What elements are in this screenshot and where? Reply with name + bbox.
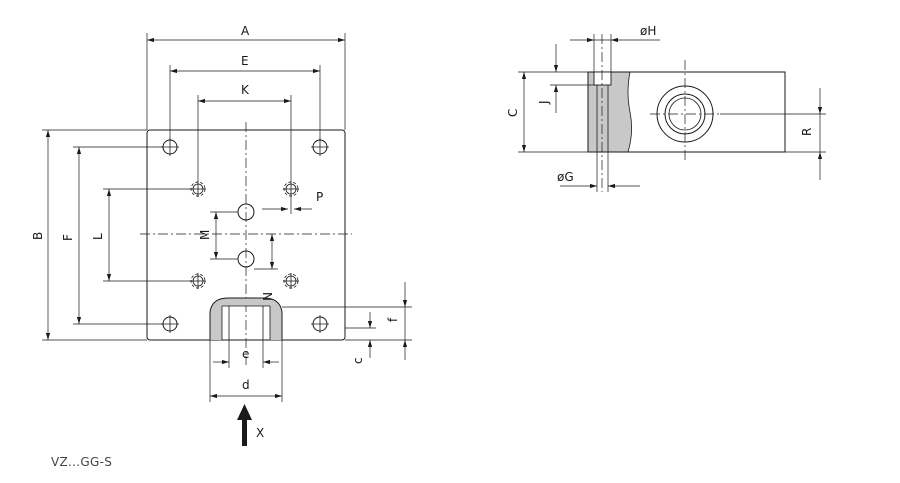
front-view: A E K B F L M P [31, 24, 412, 446]
dim-label-m: M [198, 230, 212, 240]
counterbore [593, 34, 612, 192]
bottom-port-section [209, 297, 283, 340]
dim-label-e: E [241, 54, 249, 68]
dim-label-a: A [241, 24, 250, 38]
dim-label-c: c [351, 357, 365, 364]
dim-label-e-lower: e [242, 347, 249, 361]
dim-label-f-upper: F [61, 234, 75, 241]
drawing-caption: VZ...GG-S [51, 455, 113, 469]
dim-label-l: L [91, 233, 105, 240]
dim-label-g: øG [557, 170, 574, 184]
dim-label-h: øH [640, 24, 656, 38]
dim-label-c-side: C [506, 109, 520, 117]
dim-label-f-lower: f [386, 317, 400, 322]
dim-label-r: R [800, 128, 814, 136]
dim-label-b: B [31, 232, 45, 240]
dim-label-j: J [537, 100, 551, 105]
dim-label-k: K [241, 83, 250, 97]
dim-label-p: P [316, 190, 323, 204]
side-view: øH C J R øG [506, 24, 826, 192]
dim-label-d: d [242, 378, 250, 392]
view-arrow-x [237, 404, 252, 446]
dim-label-n: N [260, 292, 274, 301]
view-label-x: X [256, 426, 264, 440]
